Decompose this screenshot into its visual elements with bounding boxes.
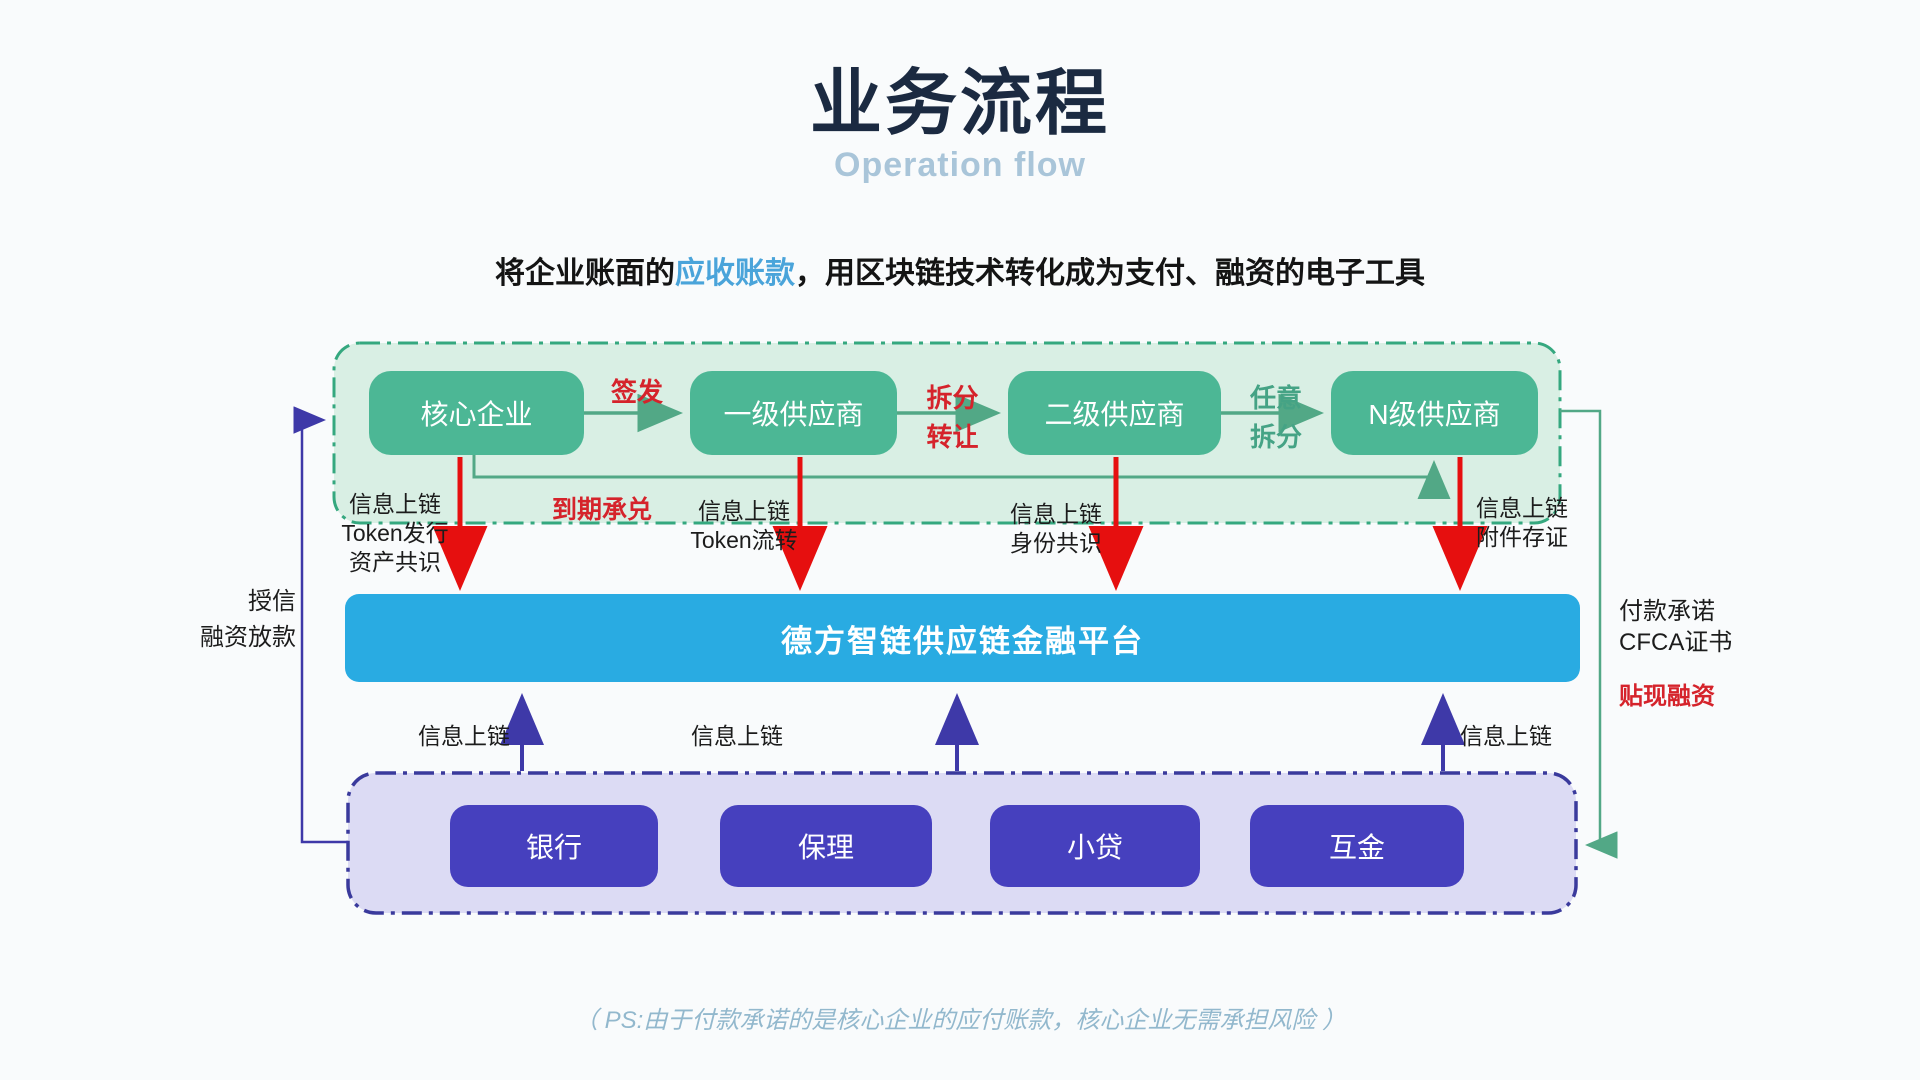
uplink-label-1-line1: 信息上链: [349, 491, 441, 517]
node-tierN-supplier: N级供应商: [1331, 371, 1538, 455]
funder-uplink-label-3: 信息上链: [1460, 723, 1552, 749]
funder-uplink-label-1: 信息上链: [418, 723, 510, 749]
platform-bar: 德方智链供应链金融平台: [345, 594, 1580, 682]
uplink-label-1-line3: 资产共识: [349, 549, 441, 575]
payment-commitment-label: 付款承诺 CFCA证书: [1619, 596, 1839, 658]
page-subtitle: Operation flow: [834, 146, 1086, 184]
discount-financing-label: 贴现融资: [1619, 683, 1715, 710]
uplink-label-3-line2: 身份共识: [1010, 530, 1102, 556]
uplink-label-4-line1: 信息上链: [1476, 495, 1568, 521]
edge-label-split: 拆分: [926, 383, 979, 413]
page-title: 业务流程: [809, 64, 1110, 144]
edge-label-any-split: 拆分: [1249, 422, 1302, 452]
payment-commitment-line1: 付款承诺: [1619, 598, 1715, 625]
uplink-label-2-line2: Token流转: [690, 527, 798, 553]
credit-loan-label: 授信 融资放款: [116, 584, 296, 656]
node-microloan: 小贷: [990, 805, 1200, 887]
intro-text: 将企业账面的应收账款，用区块链技术转化成为支付、融资的电子工具: [0, 248, 1920, 292]
node-internet-finance: 互金: [1250, 805, 1464, 887]
edge-label-issue: 签发: [610, 377, 663, 407]
uplink-label-1: 信息上链 Token发行 资产共识: [305, 490, 485, 577]
uplink-label-2-line1: 信息上链: [698, 498, 790, 524]
uplink-label-4-line2: 附件存证: [1476, 524, 1568, 550]
cfca-cert-label: CFCA证书: [1619, 629, 1733, 656]
uplink-label-3-line1: 信息上链: [1010, 501, 1102, 527]
uplink-label-3: 信息上链 身份共识: [966, 500, 1146, 558]
uplink-label-4: 信息上链 附件存证: [1432, 494, 1612, 552]
node-bank: 银行: [450, 805, 658, 887]
loan-label: 融资放款: [200, 624, 296, 651]
node-core-enterprise: 核心企业: [369, 371, 584, 455]
funder-uplink-label-2: 信息上链: [691, 723, 783, 749]
footnote: （ PS:由于付款承诺的是核心企业的应付账款，核心企业无需承担风险 ）: [573, 1007, 1347, 1034]
maturity-payment-arrow: [472, 455, 1451, 499]
intro-prefix: 将企业账面的: [495, 257, 675, 290]
node-tier1-supplier: 一级供应商: [690, 371, 897, 455]
uplink-label-1-line2: Token发行: [341, 520, 449, 546]
node-tier2-supplier: 二级供应商: [1008, 371, 1221, 455]
node-factoring: 保理: [720, 805, 932, 887]
credit-loan-line: [293, 406, 348, 844]
intro-highlight: 应收账款: [675, 257, 795, 290]
intro-suffix: ，用区块链技术转化成为支付、融资的电子工具: [795, 257, 1425, 290]
edge-label-transfer: 转让: [926, 422, 979, 452]
uplink-label-2: 信息上链 Token流转: [654, 497, 834, 555]
payment-commitment-line: [1560, 409, 1618, 859]
maturity-label: 到期承兑: [551, 496, 652, 524]
credit-label: 授信: [248, 588, 296, 615]
edge-label-any: 任意: [1249, 383, 1302, 413]
